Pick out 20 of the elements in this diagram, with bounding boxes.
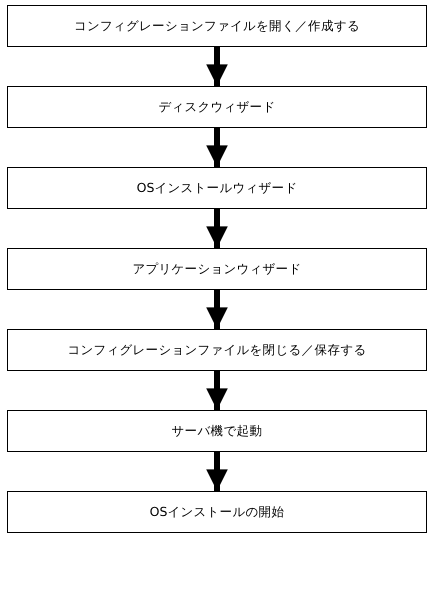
process-box <box>7 410 427 452</box>
process-box <box>7 86 427 128</box>
process-box <box>7 5 427 47</box>
process-box <box>7 248 427 290</box>
step-label: OSインストールの開始 <box>150 504 284 520</box>
arrow <box>206 452 228 491</box>
arrow <box>206 371 228 410</box>
process-box <box>7 329 427 371</box>
arrow <box>206 128 228 167</box>
arrow <box>206 290 228 329</box>
step-label: サーバ機で起動 <box>172 422 262 440</box>
process-box <box>7 491 427 533</box>
step-label: OSインストールウィザード <box>136 180 298 196</box>
step-label: ディスクウィザード <box>158 98 276 116</box>
arrow <box>206 209 228 248</box>
step-label: コンフィグレーションファイルを閉じる／保存する <box>68 342 366 358</box>
process-box <box>7 167 427 209</box>
arrow <box>206 47 228 86</box>
step-label: アプリケーションウィザード <box>132 260 302 278</box>
step-label: コンフィグレーションファイルを開く／作成する <box>74 18 360 34</box>
